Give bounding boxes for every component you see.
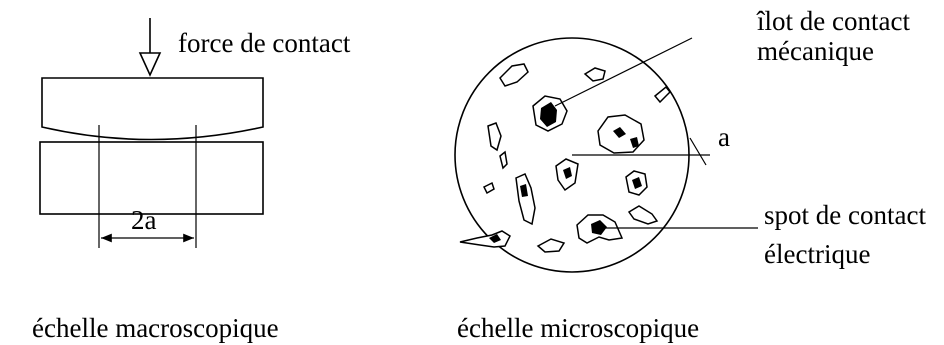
contact-spot bbox=[489, 234, 501, 243]
contact-island bbox=[536, 238, 566, 253]
contact-island bbox=[653, 85, 672, 104]
ilot-label-line1: îlot de contact bbox=[756, 6, 910, 36]
lower-block bbox=[39, 141, 264, 215]
contact-spot bbox=[632, 177, 642, 189]
contact-island bbox=[487, 122, 502, 152]
spot-label-line1: spot de contact bbox=[764, 200, 926, 230]
contact-island bbox=[482, 181, 495, 195]
contact-spot bbox=[520, 184, 528, 197]
force-arrow bbox=[138, 18, 162, 77]
ilot-label-line2: mécanique bbox=[757, 36, 874, 66]
contact-spot bbox=[540, 102, 557, 127]
spot-label-line2: électrique bbox=[764, 239, 870, 269]
dimension-label: 2a bbox=[131, 205, 157, 235]
contact-spots bbox=[489, 102, 642, 243]
contact-spot bbox=[613, 127, 626, 138]
contact-island bbox=[583, 67, 606, 82]
contact-spot bbox=[591, 220, 607, 235]
contact-islands bbox=[459, 63, 672, 253]
macro-view: force de contact 2a échelle macroscopiqu… bbox=[32, 18, 351, 343]
upper-body bbox=[41, 77, 264, 141]
macro-caption: échelle macroscopique bbox=[32, 313, 279, 343]
micro-caption: échelle microscopique bbox=[457, 313, 699, 343]
contact-island bbox=[627, 205, 659, 225]
contact-spot bbox=[630, 137, 639, 148]
force-label: force de contact bbox=[178, 28, 351, 58]
micro-view: a bbox=[454, 6, 926, 343]
ilot-leader-line bbox=[554, 37, 693, 107]
radius-tick bbox=[689, 137, 707, 166]
contact-island bbox=[515, 173, 536, 226]
contact-island bbox=[499, 63, 529, 87]
contact-island bbox=[499, 150, 508, 170]
contact-spot bbox=[563, 167, 572, 179]
radius-label: a bbox=[718, 122, 730, 152]
